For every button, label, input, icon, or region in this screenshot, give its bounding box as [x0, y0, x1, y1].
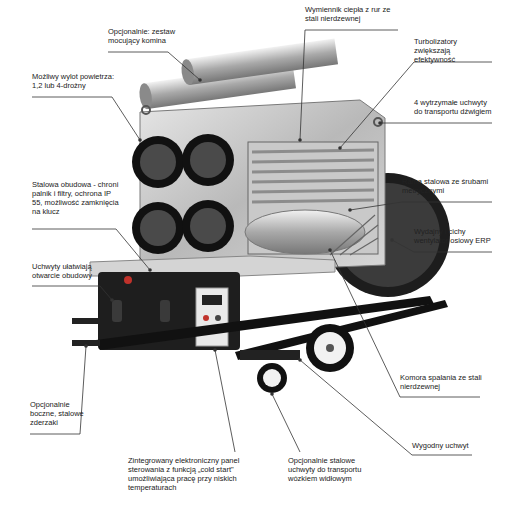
- outlet-inner: [190, 142, 226, 178]
- callout-label: Opcjonalnie: zestaw mocujący komina: [108, 27, 178, 45]
- callout-label: Uchwyty ułatwiają otwarcie obudowy: [32, 262, 106, 280]
- panel-button: [215, 315, 221, 321]
- outlet-duct: [132, 202, 184, 254]
- lifting-eye: [142, 106, 150, 114]
- indicator-lamp: [124, 276, 132, 284]
- callout-label: Zintegrowany elektroniczny panel sterowa…: [128, 456, 240, 493]
- outlet-inner: [140, 210, 176, 246]
- steel-frame: [140, 100, 385, 275]
- outlet-duct: [182, 134, 234, 186]
- control-panel: [196, 288, 228, 346]
- outlet-inner: [190, 208, 226, 244]
- wheel-hub: [326, 344, 334, 352]
- panel-button: [203, 315, 209, 321]
- outlet-duct: [132, 136, 184, 188]
- callout-label: Opcjonalnie stalowe uchwyty do transport…: [288, 456, 376, 483]
- heat-exchanger-tubes: [252, 150, 374, 202]
- callout-label: Rama stalowa ze śrubami metrycznymi: [402, 177, 490, 195]
- callout-label: 4 wytrzymałe uchwyty do transportu dźwig…: [414, 98, 494, 116]
- wheel-rim: [314, 332, 346, 364]
- wheel-rim: [263, 369, 281, 387]
- outlet-duct: [182, 200, 234, 252]
- fan-blades: [330, 215, 378, 255]
- panel-display: [202, 295, 222, 305]
- callout-label: Wymiennik ciepła z rur ze stali nierdzew…: [305, 5, 400, 23]
- callout-label: Opcjonalnie boczne, stalowe zderzaki: [30, 400, 88, 427]
- housing-handle: [160, 300, 170, 322]
- forklift-pocket: [240, 350, 300, 360]
- callout-label: Stalowa obudowa - chroni palnik i filtry…: [32, 180, 120, 217]
- air-outlets: [132, 134, 234, 254]
- combustion-chamber: [245, 210, 365, 254]
- callout-label: Turbolizatory zwiększają efektywność: [414, 37, 492, 64]
- side-bumper: [72, 318, 100, 324]
- lifting-eye: [374, 118, 382, 126]
- outlet-inner: [140, 144, 176, 180]
- housing-handle: [112, 300, 122, 322]
- chimney-end: [180, 58, 196, 85]
- callout-label: Komora spalania ze stali nierdzewnej: [400, 373, 482, 391]
- chimney-set: [135, 38, 340, 110]
- callout-label: Wydajny i cichy wentylator osiowy ERP: [414, 227, 494, 245]
- wheel: [257, 363, 287, 393]
- chimney-pipe: [186, 38, 338, 85]
- leader-dots: [84, 78, 394, 396]
- callout-label: Wygodny uchwyt: [412, 441, 492, 450]
- callout-label: Możliwy wylot powietrza: 1,2 lub 4-drożn…: [32, 72, 116, 90]
- wheel: [306, 324, 354, 372]
